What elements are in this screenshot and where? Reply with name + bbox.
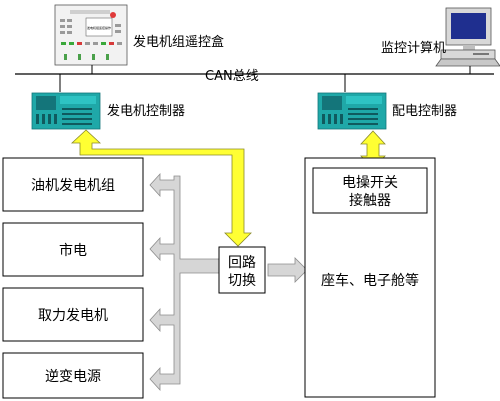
- can-bus-label: CAN总线: [205, 69, 259, 84]
- remote-box-screen: [85, 17, 113, 37]
- source-label: 逆变电源: [45, 369, 101, 385]
- switch-label-line1: 回路: [228, 255, 256, 271]
- source-box-pto-generator: 取力发电机: [2, 287, 144, 342]
- remote-control-box: 发电机组遥控操作: [54, 4, 128, 74]
- distribution-controller-label: 配电控制器: [392, 104, 457, 119]
- gray-feed-arrows: [149, 172, 232, 392]
- contactor-box: 电操开关 接触器: [312, 167, 428, 214]
- computer-label: 监控计算机: [381, 41, 446, 56]
- generator-controller: [31, 74, 101, 130]
- source-box-inverter: 逆变电源: [2, 352, 144, 399]
- computer-icon: [435, 7, 500, 74]
- distribution-controller: [317, 74, 387, 130]
- remote-box-screen-text: 发电机组遥控操作: [87, 25, 111, 30]
- source-box-mains: 市电: [2, 222, 144, 277]
- contactor-label-line1: 电操开关: [342, 175, 398, 191]
- source-label: 市电: [59, 242, 87, 259]
- circuit-switch-box: 回路 切换: [218, 246, 266, 294]
- generator-controller-label: 发电机控制器: [107, 103, 185, 119]
- switch-label-line2: 切换: [228, 272, 256, 289]
- source-label: 油机发电机组: [31, 178, 115, 194]
- switch-to-load-arrow: [267, 257, 308, 283]
- load-label: 座车、电子舱等: [321, 272, 419, 289]
- remote-box-label: 发电机组遥控盒: [133, 34, 224, 50]
- source-label: 取力发电机: [38, 308, 108, 324]
- source-box-diesel-generator: 油机发电机组: [2, 157, 144, 212]
- controller-to-switch-arrow: [70, 129, 252, 247]
- contactor-label-line2: 接触器: [349, 192, 391, 209]
